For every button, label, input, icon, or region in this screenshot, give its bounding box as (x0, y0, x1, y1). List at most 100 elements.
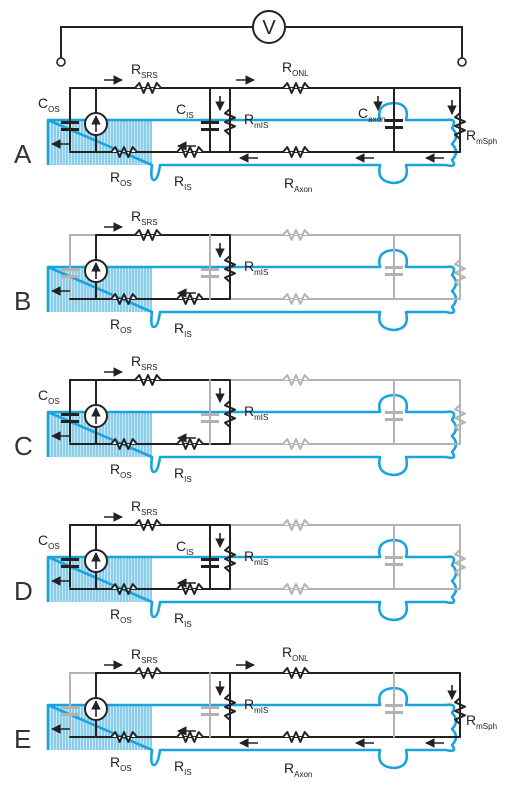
resistor-srs (134, 667, 162, 679)
resistor-msph (454, 404, 466, 432)
capacitor-plate-top (61, 121, 79, 124)
capacitor-plate-top (61, 706, 79, 709)
resistor-is (176, 583, 204, 595)
capacitor-plate-top (201, 706, 219, 709)
resistor-onl (282, 374, 310, 386)
resistor-onl (282, 82, 310, 94)
resistor-is (176, 438, 204, 450)
resistor-mis (224, 545, 236, 573)
panel-letter: E (14, 724, 31, 754)
label-ROS: ROS (110, 606, 132, 625)
label-COS: COS (38, 532, 60, 551)
resistor-os (110, 583, 138, 595)
label-RONL: RONL (282, 644, 309, 663)
cell-membrane (46, 101, 458, 185)
resistor-mis (224, 255, 236, 283)
resistor-axon (282, 731, 310, 743)
capacitor-plate-top (201, 121, 219, 124)
label-RSRS: RSRS (131, 208, 158, 227)
label-ROS: ROS (110, 754, 132, 773)
capacitor-os (61, 558, 79, 568)
capacitor-axon (385, 411, 403, 421)
resistor-is (176, 731, 204, 743)
panel-letter: A (14, 139, 32, 169)
resistor-os (110, 731, 138, 743)
label-RIS: RIS (174, 465, 192, 484)
capacitor-plate-bottom (201, 713, 219, 716)
cell-membrane (46, 538, 458, 622)
capacitor-plate-bottom (61, 275, 79, 278)
capacitor-plate-top (201, 558, 219, 561)
capacitor-plate-bottom (61, 128, 79, 131)
label-RAxon: RAxon (284, 760, 312, 779)
capacitor-os (61, 121, 79, 131)
resistor-axon (282, 146, 310, 158)
label-RSRS: RSRS (131, 353, 158, 372)
capacitor-os (61, 413, 79, 423)
capacitor-plate-top (385, 119, 403, 122)
capacitor-plate-bottom (385, 418, 403, 421)
capacitor-axon (385, 556, 403, 566)
capacitor-plate-bottom (61, 565, 79, 568)
resistor-os (110, 293, 138, 305)
capacitor-plate-top (61, 268, 79, 271)
panel-letter: C (14, 431, 33, 461)
label-COS: COS (38, 387, 60, 406)
resistor-os (110, 146, 138, 158)
label-ROS: ROS (110, 316, 132, 335)
voltmeter: V (56, 10, 467, 67)
resistor-axon (282, 293, 310, 305)
resistor-onl (282, 519, 310, 531)
resistor-mis (224, 400, 236, 428)
resistor-srs (134, 229, 162, 241)
capacitor-is (201, 706, 219, 716)
capacitor-plate-top (61, 558, 79, 561)
capacitor-plate-bottom (201, 275, 219, 278)
capacitor-plate-top (385, 411, 403, 414)
label-Caxon: Caxon (358, 105, 385, 124)
label-RSRS: RSRS (131, 498, 158, 517)
terminal-right (457, 57, 467, 67)
cell-membrane (46, 248, 458, 332)
label-RSRS: RSRS (131, 646, 158, 665)
capacitor-plate-bottom (61, 420, 79, 423)
capacitor-plate-top (201, 413, 219, 416)
label-CIS: CIS (176, 101, 194, 120)
capacitor-is (201, 268, 219, 278)
terminal-left (56, 57, 66, 67)
resistor-msph (454, 697, 466, 725)
capacitor-plate-top (385, 266, 403, 269)
label-RIS: RIS (174, 320, 192, 339)
capacitor-axon (385, 704, 403, 714)
resistor-msph (454, 259, 466, 287)
capacitor-plate-bottom (201, 420, 219, 423)
resistor-onl (282, 229, 310, 241)
capacitor-axon (385, 266, 403, 276)
label-RIS: RIS (174, 610, 192, 629)
resistor-os (110, 438, 138, 450)
cell-membrane (46, 393, 458, 477)
label-RIS: RIS (174, 173, 192, 192)
capacitor-axon (385, 119, 403, 129)
label-RmSph: RmSph (466, 127, 497, 146)
panel-letter: B (14, 286, 31, 316)
label-RAxon: RAxon (284, 175, 312, 194)
voltmeter-symbol: V (262, 17, 276, 39)
capacitor-plate-bottom (201, 128, 219, 131)
capacitor-plate-bottom (385, 126, 403, 129)
capacitor-plate-top (385, 704, 403, 707)
capacitor-plate-top (61, 413, 79, 416)
capacitor-os (61, 706, 79, 716)
capacitor-plate-bottom (201, 565, 219, 568)
resistor-srs (134, 374, 162, 386)
capacitor-plate-bottom (385, 563, 403, 566)
resistor-is (176, 146, 204, 158)
voltmeter-circle (252, 10, 286, 44)
resistor-is (176, 293, 204, 305)
resistor-mis (224, 693, 236, 721)
